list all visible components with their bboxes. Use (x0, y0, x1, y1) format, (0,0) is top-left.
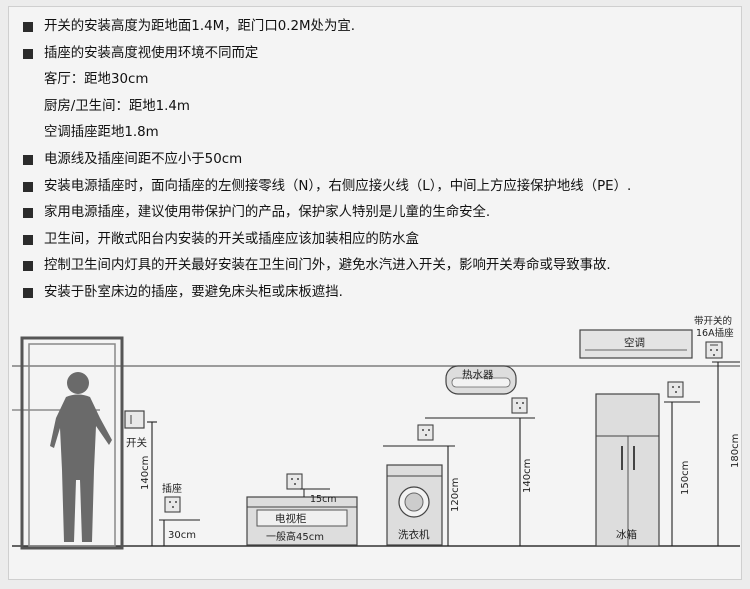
door-frame (20, 336, 124, 550)
ac-socket-height-dimension: 180cm (730, 434, 741, 468)
refrigerator-label: 冰箱 (616, 528, 637, 541)
socket-label: 插座 (162, 482, 182, 495)
washing-machine-label: 洗衣机 (398, 528, 430, 541)
washing-machine (386, 464, 443, 546)
washer-socket (417, 424, 434, 441)
water-heater-socket-height-dimension: 140cm (522, 459, 533, 493)
water-heater (445, 365, 517, 395)
water-heater-socket (511, 397, 528, 414)
rule-item: 安装于卧室床边的插座，要避免床头柜或床板遮挡. (22, 280, 732, 307)
water-heater-label: 热水器 (462, 368, 494, 381)
rule-item: 插座的安装高度视使用环境不同而定 (22, 41, 732, 68)
tv-socket-offset-dimension: 15cm (310, 494, 337, 505)
refrigerator (595, 393, 660, 547)
ac-switch-socket-label-line1: 带开关的 (694, 315, 732, 327)
switch-height-dimension: 140cm (140, 456, 151, 490)
refrigerator-socket-height-dimension: 150cm (680, 461, 691, 495)
rule-item: 家用电源插座，建议使用带保护门的产品，保护家人特别是儿童的生命安全. (22, 200, 732, 227)
air-conditioner-label: 空调 (624, 336, 645, 349)
tv-cabinet-height: 一般高45cm (266, 530, 324, 543)
air-conditioner (579, 329, 693, 359)
rule-item: 电源线及插座间距不应小于50cm (22, 147, 732, 174)
tv-cabinet (246, 496, 358, 546)
tv-socket (286, 473, 303, 490)
rule-sub-item: 客厅：距地30cm (44, 72, 149, 88)
refrigerator-socket (667, 381, 684, 398)
socket-height-30-dimension: 30cm (168, 530, 196, 541)
switch-plate (124, 410, 145, 429)
living-room-socket (164, 496, 181, 513)
switch-label: 开关 (126, 436, 147, 449)
ac-switch-socket-label-line2: 16A插座 (696, 327, 734, 339)
installation-rules-list: 开关的安装高度为距地面1.4M，距门口0.2M处为宜.插座的安装高度视使用环境不… (22, 14, 732, 307)
rule-item: 开关的安装高度为距地面1.4M，距门口0.2M处为宜. (22, 14, 732, 41)
person-silhouette (50, 372, 112, 542)
washer-socket-height-dimension: 120cm (450, 478, 461, 512)
tv-cabinet-label: 电视柜 (275, 512, 307, 525)
rule-item: 卫生间，开敞式阳台内安装的开关或插座应该加装相应的防水盒 (22, 227, 732, 254)
rule-item: 安装电源插座时，面向插座的左侧接零线（N），右侧应接火线（L），中间上方应接保护… (22, 174, 732, 201)
ac-socket-with-switch (705, 341, 723, 359)
rule-item: 控制卫生间内灯具的开关最好安装在卫生间门外，避免水汽进入开关，影响开关寿命或导致… (22, 253, 732, 280)
rule-sub-item: 厨房/卫生间：距地1.4m (44, 98, 190, 114)
rule-sub-item: 空调插座距地1.8m (44, 125, 159, 141)
